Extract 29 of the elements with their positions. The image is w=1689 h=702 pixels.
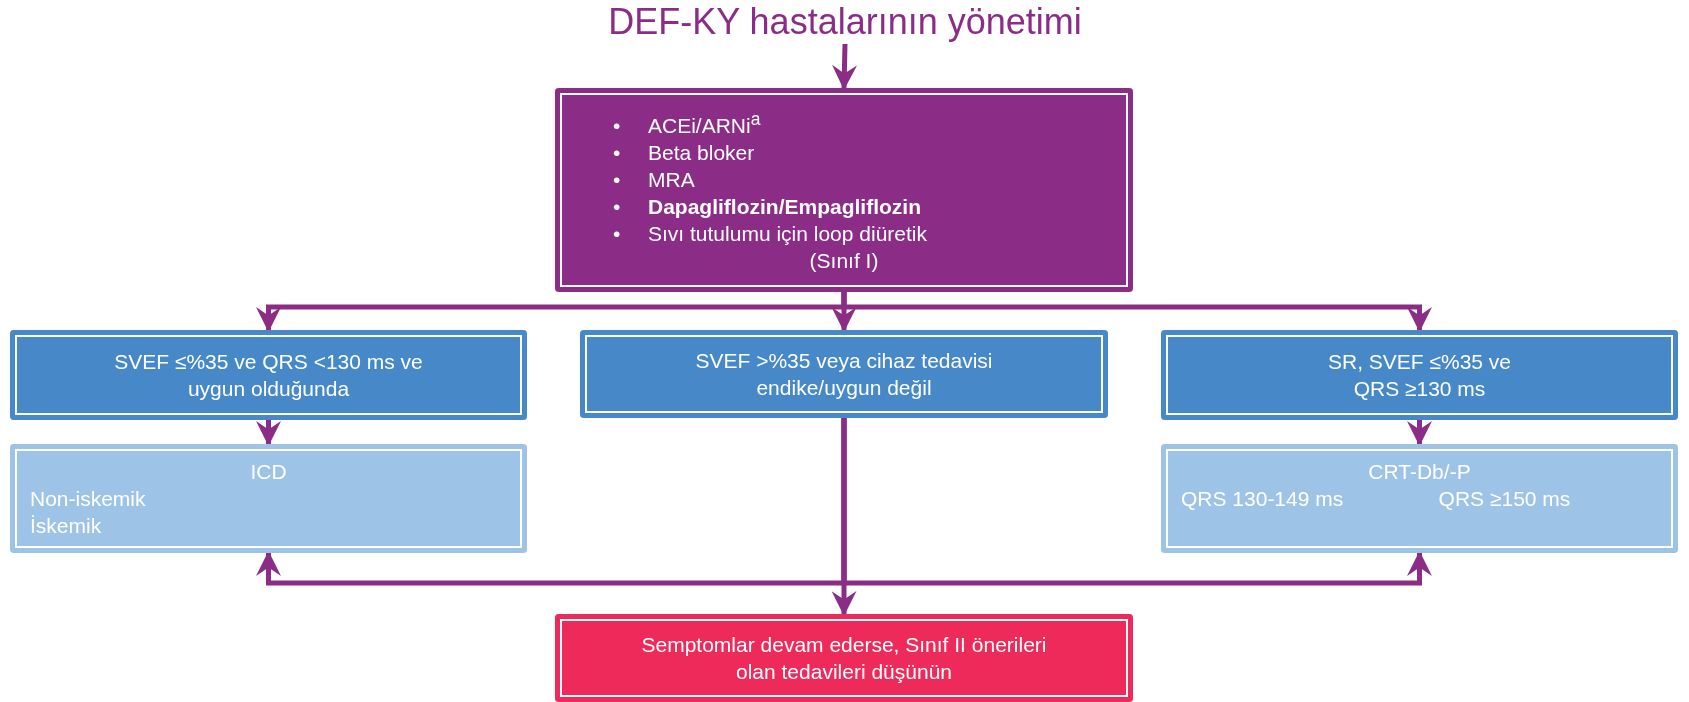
therapy-box bbox=[555, 88, 1133, 292]
therapy-item: • Beta bloker bbox=[612, 140, 756, 166]
arrow bbox=[841, 292, 1432, 333]
device-name: ICD bbox=[249, 459, 288, 485]
condition-box bbox=[580, 330, 1108, 418]
arrow bbox=[832, 43, 857, 91]
criterion-text: QRS 130-149 ms bbox=[1181, 486, 1345, 512]
therapy-item: • Dapagliflozin/Empagliflozin bbox=[612, 194, 922, 220]
title: DEF-KY hastalarının yönetimi bbox=[545, 0, 1145, 44]
therapy-item: • Sıvı tutulumu için loop diüretik bbox=[612, 221, 928, 247]
device-box bbox=[1161, 444, 1678, 553]
condition-text: SR, SVEF ≤%35 ve QRS ≥130 ms bbox=[1326, 349, 1513, 402]
condition-text: Semptomlar devam ederse, Sınıf II önerileri olan tedavileri düşünün bbox=[640, 632, 1048, 685]
device-box bbox=[10, 444, 527, 553]
arrow bbox=[1407, 420, 1432, 447]
criterion-text: QRS ≥150 ms bbox=[1438, 486, 1572, 512]
arrow bbox=[256, 420, 281, 447]
condition-box bbox=[1161, 330, 1678, 420]
therapy-item: • MRA bbox=[612, 167, 696, 193]
criterion-text: Non-iskemik bbox=[30, 486, 147, 512]
condition-text: SVEF ≤%35 ve QRS <130 ms ve uygun olduğunda bbox=[113, 349, 424, 402]
class-note: (Sınıf I) bbox=[808, 248, 880, 274]
condition-box bbox=[555, 614, 1133, 702]
condition-text: SVEF >%35 veya cihaz tedavisi endike/uygun değil bbox=[694, 348, 994, 401]
arrow bbox=[831, 418, 857, 617]
therapy-item: • ACEi/ARNi$^{a}$ bbox=[612, 108, 762, 139]
condition-box bbox=[10, 330, 527, 420]
criterion-text: İskemik bbox=[30, 513, 103, 539]
device-name: CRT-Db/-P bbox=[1367, 459, 1472, 485]
